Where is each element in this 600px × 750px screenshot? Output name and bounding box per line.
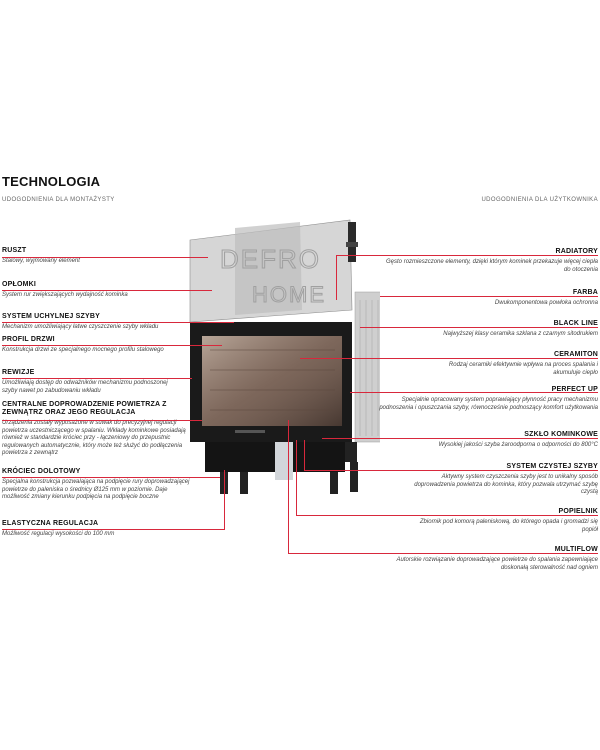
leader-line [2,420,202,421]
feature-title: ELASTYCZNA REGULACJA [2,520,99,527]
feature-popielnik: POPIELNIK Zbiornik pod komorą paleniskow… [403,508,598,534]
leader-line [2,378,192,379]
feature-ceramiton: CERAMITON Rodzaj ceramiki efektywnie wpł… [428,351,598,377]
feature-multiflow: MULTIFLOW Autorskie rozwiązanie doprowad… [378,546,598,572]
feature-desc: Specjalnie opracowany system poprawiając… [379,397,598,411]
leader-line [322,438,598,439]
installer-subtitle: UDOGODNIENIA DLA MONTAŻYSTY [2,197,115,203]
leader-line [296,515,598,516]
feature-ruszt: RUSZT Stalowy, wyjmowany element [2,247,192,266]
leader-line [224,470,225,530]
feature-title: MULTIFLOW [554,546,598,553]
feature-profil-drzwi: PROFIL DRZWI Konstrukcja drzwi ze specja… [2,336,172,355]
feature-title: RADIATORY [555,248,598,255]
feature-title: KRÓCIEC DOLOTOWY [2,468,81,475]
feature-system-czystej-szyby: SYSTEM CZYSTEJ SZYBY Aktywny system czys… [403,463,598,497]
feature-desc: Gęsto rozmieszczone elementy, dzięki któ… [386,259,598,273]
feature-desc: Autorskie rozwiązanie doprowadzające pow… [396,557,598,571]
feature-black-line: BLACK LINE Najwyższej klasy ceramika szk… [378,320,598,339]
leader-line [2,257,208,258]
feature-krociec-dolotowy: KRÓCIEC DOLOTOWY Specjalna konstrukcja p… [2,468,194,502]
feature-desc: Wysokiej jakości szyba żaroodporna o odp… [438,442,598,448]
feature-title: REWIZJE [2,369,35,376]
leader-line [2,529,224,530]
feature-rewizje: REWIZJE Umożliwiają dostęp do odważników… [2,369,177,395]
leader-line [360,327,598,328]
feature-title: PROFIL DRZWI [2,336,55,343]
feature-desc: Umożliwiają dostęp do odważników mechani… [2,380,168,394]
feature-desc: Specjalna konstrukcja pozwalająca na pod… [2,479,190,500]
feature-desc: Dwukomponentowa powłoka ochronna [494,300,598,306]
leader-line [350,392,598,393]
feature-elastyczna-regulacja: ELASTYCZNA REGULACJA Możliwość regulacji… [2,520,192,539]
leader-line [296,440,297,515]
leader-line [336,255,337,300]
feature-szklo-kominkowe: SZKŁO KOMINKOWE Wysokiej jakości szyba ż… [378,431,598,450]
feature-desc: Możliwość regulacji wysokości do 100 mm [2,531,115,537]
feature-title: PERFECT UP [551,386,598,393]
feature-desc: Stalowy, wyjmowany element [2,258,80,264]
feature-centralne-doprowadzenie: CENTRALNE DOPROWADZENIE POWIETRZA Z ZEWN… [2,401,197,458]
page-title: TECHNOLOGIA [2,174,101,189]
leader-line [300,358,598,359]
feature-title: CENTRALNE DOPROWADZENIE POWIETRZA Z ZEWN… [2,401,167,416]
feature-radiatory: RADIATORY Gęsto rozmieszczone elementy, … [378,248,598,274]
feature-perfect-up: PERFECT UP Specjalnie opracowany system … [378,386,598,412]
leader-line [2,290,212,291]
feature-system-uchylnej-szyby: SYSTEM UCHYLNEJ SZYBY Mechanizm umożliwi… [2,313,192,332]
feature-desc: Aktywny system czyszczenia szyby jest to… [414,474,598,495]
leader-line [288,553,598,554]
feature-desc: Urządzenia zostały wyposażone w suwak do… [2,420,186,456]
leader-line [304,470,598,471]
leader-line [380,296,598,297]
brand-logo-line2: HOME [252,282,326,307]
leader-line [288,420,289,553]
leader-line [2,477,220,478]
feature-desc: Najwyższej klasy ceramika szklana z czar… [443,331,598,337]
feature-title: SYSTEM UCHYLNEJ SZYBY [2,313,100,320]
feature-title: BLACK LINE [553,320,598,327]
feature-title: SYSTEM CZYSTEJ SZYBY [506,463,598,470]
feature-oplomki: OPŁOMKI System rur zwiększających wydajn… [2,281,192,300]
brand-logo-line1: DEFRO [220,244,321,274]
leader-line [336,255,598,256]
feature-title: FARBA [572,289,598,296]
feature-desc: Rodzaj ceramiki efektywnie wpływa na pro… [448,362,598,376]
feature-title: OPŁOMKI [2,281,37,288]
fireplace-illustration: DEFRO HOME [189,219,380,494]
feature-title: RUSZT [2,247,27,254]
feature-desc: System rur zwiększających wydajność komi… [2,292,128,298]
feature-desc: Konstrukcja drzwi ze specjalnego mocnego… [2,347,164,353]
leader-line [2,345,222,346]
feature-desc: Mechanizm umożliwiający łatwe czyszczeni… [2,324,159,330]
leader-line [304,440,305,470]
leader-line [2,322,234,323]
user-subtitle: UDOGODNIENIA DLA UŻYTKOWNIKA [481,197,598,203]
feature-title: SZKŁO KOMINKOWE [524,431,598,438]
feature-desc: Zbiornik pod komorą paleniskową, do któr… [419,519,598,533]
feature-farba: FARBA Dwukomponentowa powłoka ochronna [378,289,598,308]
feature-title: POPIELNIK [558,508,598,515]
feature-title: CERAMITON [553,351,598,358]
